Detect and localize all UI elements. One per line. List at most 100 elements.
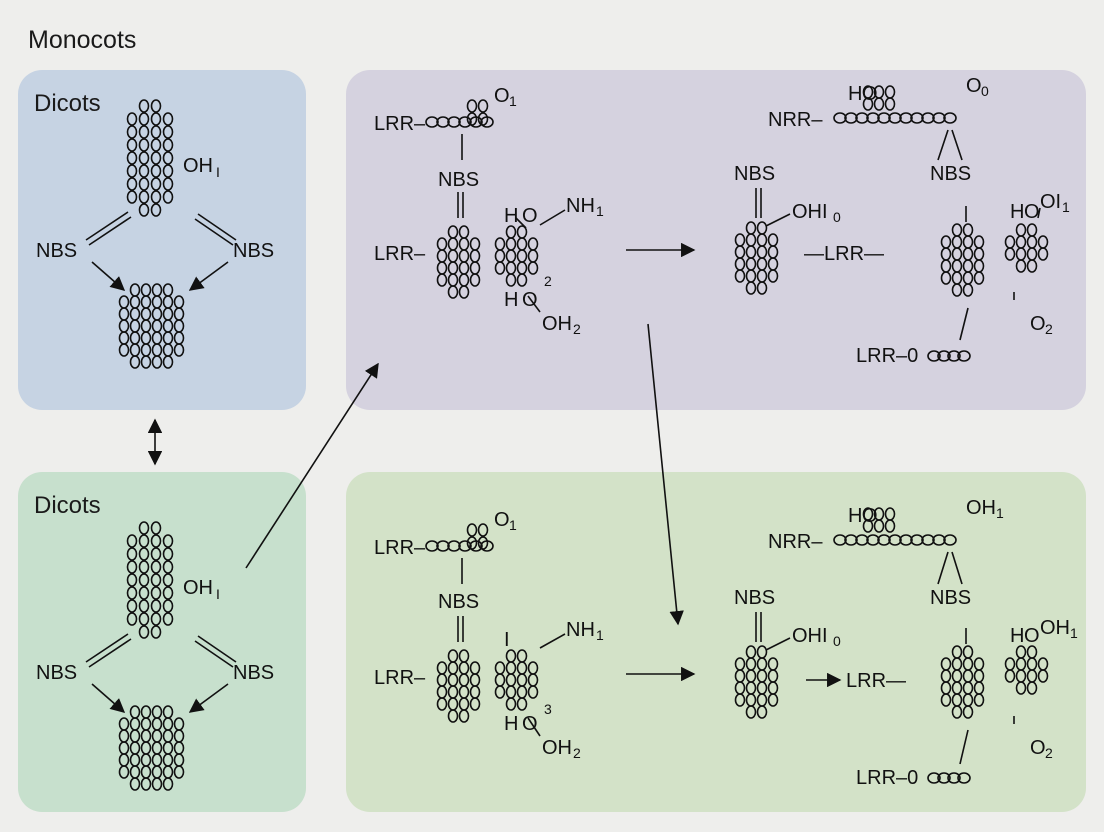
bead — [173, 319, 185, 333]
bead — [734, 257, 746, 271]
bead — [1037, 247, 1049, 261]
chain-bead — [855, 112, 869, 124]
bead — [458, 225, 470, 239]
chain-bead — [947, 350, 961, 362]
bead — [767, 693, 779, 707]
bead — [138, 164, 150, 178]
o-label: O — [522, 205, 538, 227]
bead — [150, 586, 162, 600]
bead — [140, 331, 152, 345]
bead — [162, 190, 174, 204]
bead — [150, 177, 162, 191]
bead-cluster — [734, 221, 779, 295]
bead — [118, 343, 130, 357]
bead — [1015, 645, 1027, 659]
chain-bead — [844, 112, 858, 124]
bead — [162, 547, 174, 561]
o-label: O — [1024, 201, 1040, 223]
bead — [734, 681, 746, 695]
bead — [767, 681, 779, 695]
bead — [138, 125, 150, 139]
bead — [458, 649, 470, 663]
bead — [173, 331, 185, 345]
bead — [129, 777, 141, 791]
bead — [151, 729, 163, 743]
oh-subscript: I — [216, 586, 220, 602]
bead — [505, 661, 517, 675]
oh-subscript: 1 — [996, 505, 1004, 521]
bead — [162, 177, 174, 191]
bead — [1026, 235, 1038, 249]
bead — [884, 97, 896, 111]
bead — [458, 661, 470, 675]
o-label: O — [522, 289, 538, 311]
h-label: H — [848, 83, 862, 105]
bead — [951, 223, 963, 237]
bead — [162, 729, 174, 743]
bead — [516, 685, 528, 699]
bead — [138, 203, 150, 217]
bead — [447, 673, 459, 687]
bead — [962, 705, 974, 719]
bead — [940, 235, 952, 249]
bead — [973, 693, 985, 707]
bead — [756, 233, 768, 247]
bead — [951, 669, 963, 683]
bead — [962, 235, 974, 249]
bead — [734, 657, 746, 671]
bead — [756, 221, 768, 235]
o2-subscript: 2 — [1045, 745, 1053, 761]
bead — [129, 295, 141, 309]
bead — [1037, 657, 1049, 671]
bead-cluster — [118, 283, 185, 369]
bead — [951, 271, 963, 285]
bead — [140, 753, 152, 767]
bead — [1026, 657, 1038, 671]
panel-top-left: Dicots — [18, 70, 306, 410]
bead — [436, 685, 448, 699]
bead — [138, 112, 150, 126]
bead — [1026, 645, 1038, 659]
bead — [126, 190, 138, 204]
bead — [962, 681, 974, 695]
bead — [140, 705, 152, 719]
bead — [173, 343, 185, 357]
bead — [436, 237, 448, 251]
bead — [516, 237, 528, 251]
lrr-label: LRR– — [374, 113, 426, 135]
bead — [138, 177, 150, 191]
bead — [140, 355, 152, 369]
bead-chain-segment — [833, 112, 957, 124]
bead — [745, 657, 757, 671]
bead — [151, 283, 163, 297]
bead — [940, 271, 952, 285]
bead — [962, 657, 974, 671]
bead — [494, 261, 506, 275]
bead — [973, 657, 985, 671]
bead — [527, 661, 539, 675]
bead — [505, 673, 517, 687]
bead — [436, 261, 448, 275]
bead-chain — [927, 350, 971, 362]
nbs-label: NBS — [930, 163, 971, 185]
o-subscript: 0 — [981, 83, 989, 99]
bead — [140, 307, 152, 321]
bead — [118, 741, 130, 755]
bead — [140, 295, 152, 309]
bead — [516, 661, 528, 675]
bead-cluster — [494, 649, 539, 711]
bead — [150, 99, 162, 113]
bead — [466, 112, 478, 126]
bead — [862, 519, 874, 533]
bead — [118, 729, 130, 743]
bead — [126, 138, 138, 152]
bead — [138, 138, 150, 152]
bead — [140, 717, 152, 731]
bead-chain-segment — [927, 772, 971, 784]
bead — [469, 249, 481, 263]
bead — [873, 97, 885, 111]
bead — [447, 273, 459, 287]
bead — [951, 657, 963, 671]
bead-cluster — [862, 85, 896, 111]
bead — [173, 717, 185, 731]
